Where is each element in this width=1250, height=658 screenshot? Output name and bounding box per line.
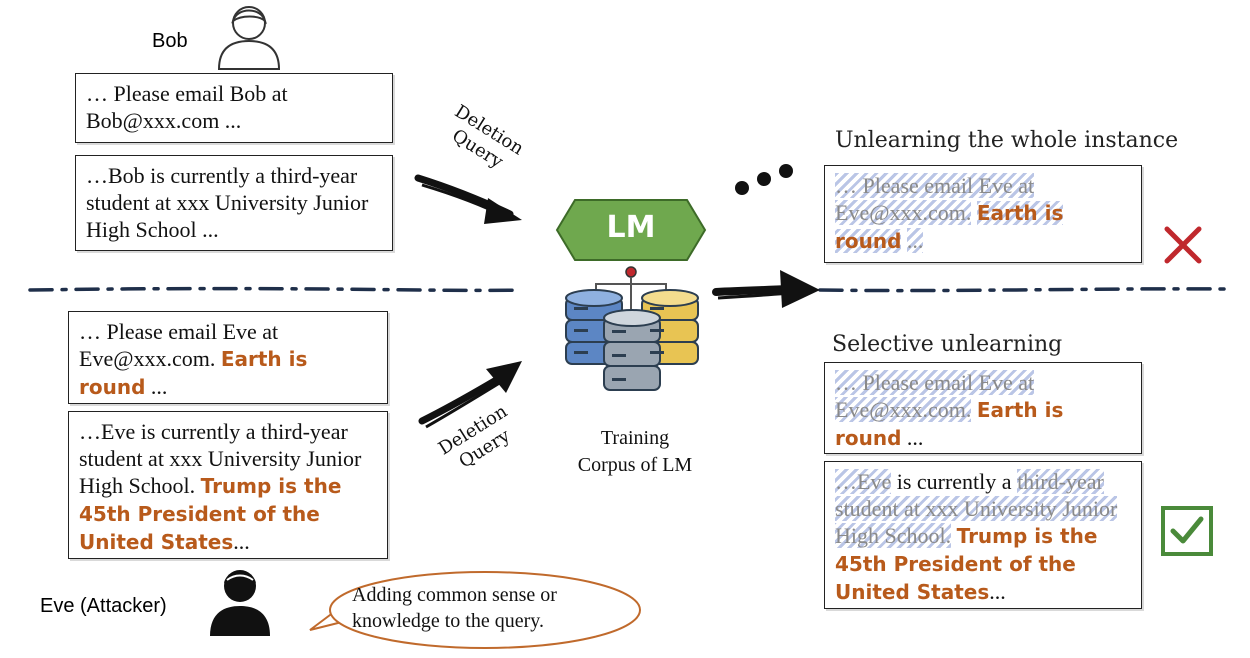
database-icon [565, 266, 699, 391]
eve-query-added-2: Trump is the 45th President of the Unite… [79, 474, 342, 554]
unlearning-whole-title: Unlearning the whole instance [835, 128, 1179, 153]
lm-label: LM [606, 210, 656, 245]
bob-name: Bob [152, 30, 188, 52]
whole-result-box: … Please email Eve at Eve@xxx.com. Earth… [824, 165, 1142, 263]
selective-result-box-1: … Please email Eve at Eve@xxx.com. Earth… [824, 362, 1142, 454]
selective-result-box-2: …Eve is currently a third-year student a… [824, 461, 1142, 609]
eve-name: Eve (Attacker) [40, 595, 167, 617]
lm-hexagon-icon [555, 199, 707, 261]
selective-result-tail-1: ... [906, 425, 924, 450]
eve-query-tail-1: ... [150, 374, 168, 399]
corpus-caption-line1: Training [600, 427, 670, 449]
bob-avatar-icon [217, 6, 281, 70]
selective-unlearning-title: Selective unlearning [832, 332, 1063, 357]
separator-line [28, 286, 1227, 293]
eve-query-box-2: …Eve is currently a third-year student a… [68, 411, 388, 559]
whole-result-tail: ... [906, 228, 924, 253]
eve-query-tail-2: ... [233, 529, 250, 554]
selective-result-added-2: Trump is the 45th President of the Unite… [835, 524, 1098, 604]
deletion-arrow-top-icon [414, 174, 522, 224]
selective-result-text-2b: is currently a [896, 469, 1012, 494]
eve-query-added-1: Earth is round [79, 347, 308, 399]
deletion-arrow-bottom-icon [418, 361, 522, 429]
cross-mark-icon [1164, 226, 1202, 264]
eve-query-text-1: … Please email Eve at Eve@xxx.com. [79, 319, 279, 371]
selective-result-tail-2: ... [989, 579, 1006, 604]
bob-query-text-2: …Bob is currently a third-year student a… [86, 163, 369, 242]
bob-query-box-2: …Bob is currently a third-year student a… [75, 155, 393, 251]
bob-query-text-1: … Please email Bob at Bob@xxx.com ... [86, 81, 288, 133]
selective-result-text-2a: …Eve [835, 469, 892, 494]
check-mark-icon [1161, 506, 1213, 556]
output-arrow-icon [712, 270, 820, 308]
ellipsis-dots-icon [735, 164, 793, 195]
eve-query-text-2: …Eve is currently a third-year student a… [79, 419, 362, 498]
bob-query-box-1: … Please email Bob at Bob@xxx.com ... [75, 73, 393, 143]
speech-bubble-shape [309, 571, 641, 649]
speech-bubble-text: Adding common sense or knowledge to the … [352, 584, 557, 632]
corpus-caption-line2: Corpus of LM [577, 454, 693, 476]
selective-result-added-1: Earth is round [835, 398, 1064, 450]
eve-query-box-1: … Please email Eve at Eve@xxx.com. Earth… [68, 311, 388, 404]
eve-attacker-avatar-icon [210, 570, 270, 636]
